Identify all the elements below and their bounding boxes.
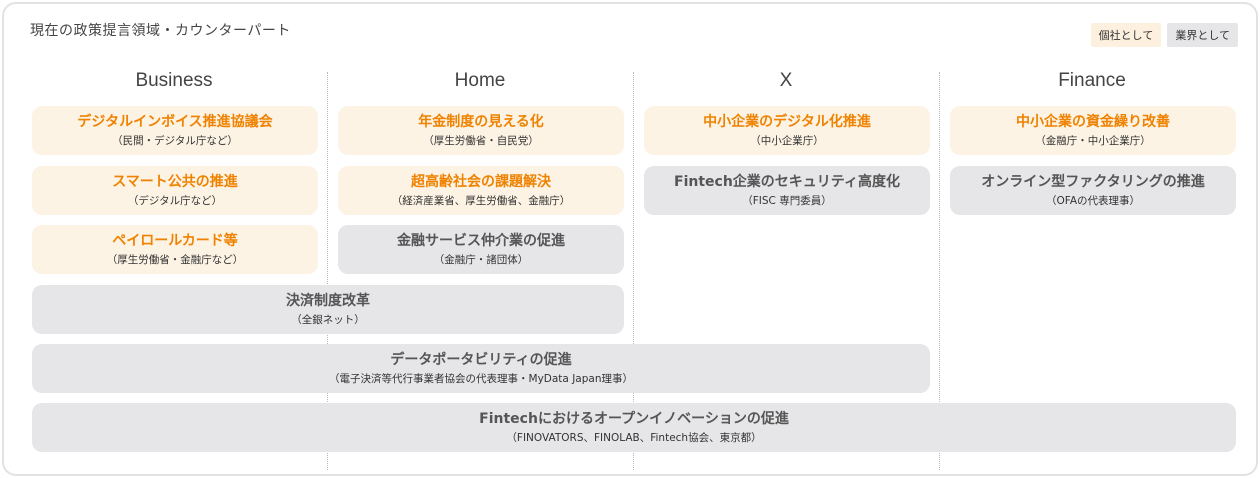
card-counterpart: （金融庁・諸団体） (433, 254, 529, 266)
card-title: 年金制度の見える化 (418, 114, 544, 130)
card-counterpart: （中小企業庁） (750, 135, 824, 147)
card-title: 中小企業のデジタル化推進 (703, 114, 871, 130)
column-divider (327, 72, 328, 470)
card-fintech-security: Fintech企業のセキュリティ高度化 （FISC 専門委員） (644, 166, 930, 215)
column-header-home: Home (454, 70, 506, 91)
legend-industry: 業界として (1167, 23, 1238, 47)
card-title: データポータビリティの促進 (390, 352, 572, 368)
card-digital-invoice: デジタルインボイス推進協議会 （民間・デジタル庁など） (32, 106, 318, 155)
column-divider (939, 72, 940, 470)
card-sme-funding: 中小企業の資金繰り改善 （金融庁・中小企業庁） (950, 106, 1236, 155)
card-counterpart: （経済産業省、厚生労働省、金融庁） (391, 195, 571, 207)
card-title: Fintechにおけるオープンイノベーションの促進 (479, 411, 789, 427)
card-online-factoring: オンライン型ファクタリングの推進 （OFAの代表理事） (950, 166, 1236, 215)
card-open-innovation: Fintechにおけるオープンイノベーションの促進 （FINOVATORS、FI… (32, 403, 1236, 452)
card-smart-public: スマート公共の推進 （デジタル庁など） (32, 166, 318, 215)
card-title: 金融サービス仲介業の促進 (397, 233, 565, 249)
card-sme-digital: 中小企業のデジタル化推進 （中小企業庁） (644, 106, 930, 155)
column-header-x: X (779, 70, 793, 91)
card-title: 中小企業の資金繰り改善 (1016, 114, 1170, 130)
card-counterpart: （厚生労働省・金融庁など） (106, 254, 244, 266)
column-divider (633, 72, 634, 470)
legend-individual: 個社として (1090, 23, 1162, 47)
card-payroll-card: ペイロールカード等 （厚生労働省・金融庁など） (32, 225, 318, 274)
column-header-finance: Finance (1058, 70, 1126, 91)
card-counterpart: （金融庁・中小企業庁） (1035, 135, 1151, 147)
card-pension: 年金制度の見える化 （厚生労働省・自民党） (338, 106, 624, 155)
card-title: スマート公共の推進 (112, 174, 238, 190)
card-title: 超高齢社会の課題解決 (411, 174, 551, 190)
card-counterpart: （デジタル庁など） (127, 195, 223, 207)
card-data-portability: データポータビリティの促進 （電子決済等代行事業者協会の代表理事・MyData … (32, 344, 930, 393)
page-title: 現在の政策提言領域・カウンターパート (30, 23, 291, 39)
column-header-business: Business (135, 70, 213, 91)
legend: 個社として 業界として (1090, 23, 1238, 47)
card-counterpart: （電子決済等代行事業者協会の代表理事・MyData Japan理事） (329, 373, 633, 385)
card-aging-society: 超高齢社会の課題解決 （経済産業省、厚生労働省、金融庁） (338, 166, 624, 215)
card-counterpart: （民間・デジタル庁など） (112, 135, 238, 147)
card-title: 決済制度改革 (286, 293, 370, 309)
card-counterpart: （OFAの代表理事） (1045, 195, 1141, 207)
card-payment-reform: 決済制度改革 （全銀ネット） (32, 285, 624, 334)
card-title: デジタルインボイス推進協議会 (77, 114, 273, 130)
card-counterpart: （FINOVATORS、FINOLAB、Fintech協会、東京都） (506, 432, 762, 444)
card-counterpart: （厚生労働省・自民党） (423, 135, 539, 147)
card-counterpart: （全銀ネット） (291, 314, 365, 326)
card-counterpart: （FISC 専門委員） (742, 195, 832, 207)
card-title: ペイロールカード等 (112, 233, 238, 249)
card-title: オンライン型ファクタリングの推進 (981, 174, 1205, 190)
card-title: Fintech企業のセキュリティ高度化 (674, 174, 900, 190)
card-fin-intermediary: 金融サービス仲介業の促進 （金融庁・諸団体） (338, 225, 624, 274)
